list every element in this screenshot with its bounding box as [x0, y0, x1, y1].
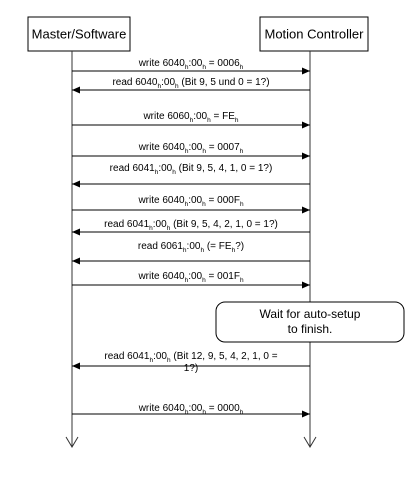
arrow-left-icon — [72, 86, 80, 94]
arrow-right-icon — [302, 152, 310, 160]
message-label: read 6041h:00h (Bit 9, 5, 4, 1, 0 = 1?) — [110, 163, 273, 176]
message-label: write 6060h:00h = FEh — [142, 111, 238, 124]
message-1: write 6040h:00h = 0006h — [72, 58, 310, 75]
message-label: read 6040h:00h (Bit 9, 5 und 0 = 1?) — [112, 77, 269, 90]
message-10: read 6041h:00h (Bit 12, 9, 5, 4, 2, 1, 0… — [72, 351, 310, 374]
lifeline-controller-end-icon — [303, 436, 317, 448]
arrow-left-icon — [72, 180, 80, 188]
message-label: write 6040h:00h = 001Fh — [137, 271, 244, 284]
message-label: read 6041h:00h (Bit 9, 5, 4, 2, 1, 0 = 1… — [104, 219, 278, 232]
arrow-left-icon — [72, 362, 80, 370]
participant-controller-label: Motion Controller — [265, 27, 365, 42]
message-6: write 6040h:00h = 000Fh — [72, 195, 310, 214]
message-7: read 6041h:00h (Bit 9, 5, 4, 2, 1, 0 = 1… — [72, 219, 310, 236]
auto-setup-note: Wait for auto-setup to finish. — [215, 301, 405, 343]
message-label: write 6040h:00h = 000Fh — [137, 195, 244, 208]
message-label: write 6040h:00h = 0006h — [138, 58, 244, 71]
arrow-right-icon — [302, 206, 310, 214]
arrow-right-icon — [302, 281, 310, 289]
message-label: read 6061h:00h (= FEh?) — [138, 241, 244, 254]
arrow-right-icon — [302, 121, 310, 129]
message-2: read 6040h:00h (Bit 9, 5 und 0 = 1?) — [72, 77, 310, 94]
participant-master-label: Master/Software — [32, 27, 127, 42]
message-5: read 6041h:00h (Bit 9, 5, 4, 1, 0 = 1?) — [72, 163, 310, 188]
arrow-right-icon — [302, 67, 310, 75]
note-line-1: Wait for auto-setup — [260, 307, 361, 321]
message-4: write 6040h:00h = 0007h — [72, 142, 310, 160]
note-line-2: to finish. — [288, 322, 333, 336]
message-3: write 6060h:00h = FEh — [72, 111, 310, 129]
message-label-line-2: 1?) — [184, 363, 198, 374]
message-label: read 6041h:00h (Bit 12, 9, 5, 4, 2, 1, 0… — [104, 351, 277, 364]
participant-controller: Motion Controller — [259, 16, 369, 52]
message-8: read 6061h:00h (= FEh?) — [72, 241, 310, 265]
message-label: write 6040h:00h = 0007h — [138, 142, 244, 155]
arrow-left-icon — [72, 228, 80, 236]
lifeline-master-end-icon — [65, 436, 79, 448]
message-list: write 6040h:00h = 0006h read 6040h:00h (B… — [72, 58, 310, 418]
message-11: write 6040h:00h = 0000h — [72, 403, 310, 418]
message-label: write 6040h:00h = 0000h — [138, 403, 244, 416]
arrow-left-icon — [72, 257, 80, 265]
participant-master: Master/Software — [27, 16, 131, 52]
arrow-right-icon — [302, 410, 310, 418]
message-9: write 6040h:00h = 001Fh — [72, 271, 310, 289]
